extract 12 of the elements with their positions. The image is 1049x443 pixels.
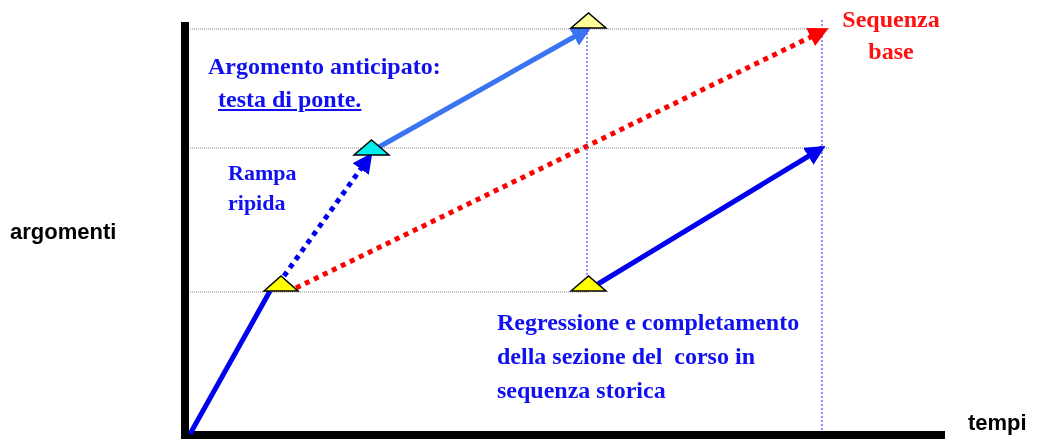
arrow (377, 26, 592, 150)
arrow (294, 27, 829, 291)
guide-line (586, 28, 588, 276)
axis-label: tempi (968, 409, 1027, 437)
annotation-text: Rampa ripida (228, 159, 298, 217)
annotation-text: Regressione e completamento della sezione del corso in sequenza storica (497, 308, 801, 405)
arrow (596, 145, 826, 287)
annotation-text: Argomento anticipato: (208, 52, 441, 81)
axis-label: argomenti (10, 218, 117, 246)
annotation-text: Sequenza base (841, 5, 941, 66)
line (187, 289, 273, 436)
annotation-text: testa di ponte. (218, 85, 362, 114)
